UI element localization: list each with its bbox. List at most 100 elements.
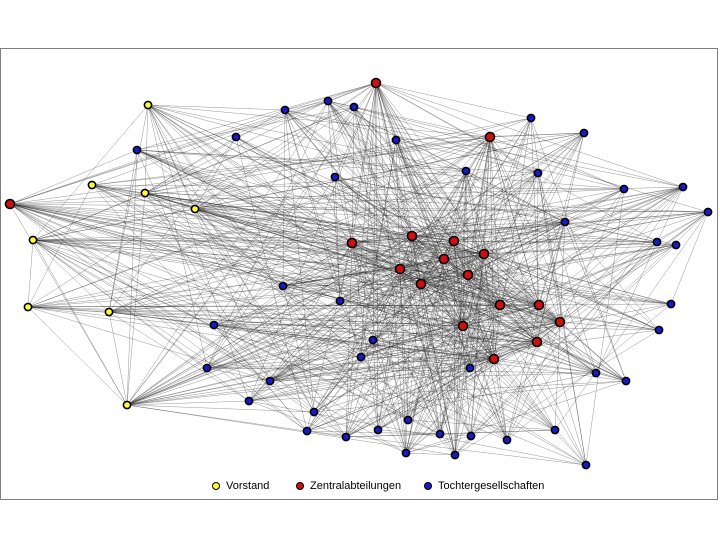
edge bbox=[462, 170, 467, 327]
edge bbox=[670, 211, 709, 305]
edge bbox=[206, 136, 491, 369]
edge bbox=[453, 240, 677, 246]
node-tochtergesellschaft bbox=[619, 184, 629, 194]
node-zentralabteilung bbox=[531, 336, 543, 348]
edge bbox=[27, 117, 532, 308]
edge bbox=[334, 176, 561, 323]
edge bbox=[554, 211, 709, 431]
edge bbox=[213, 324, 347, 438]
node-tochtergesellschaft bbox=[330, 172, 340, 182]
edge bbox=[454, 329, 660, 456]
edge bbox=[213, 324, 308, 432]
edge bbox=[136, 149, 501, 306]
edge bbox=[27, 136, 491, 308]
edge bbox=[334, 176, 566, 223]
edge bbox=[9, 203, 485, 255]
edge bbox=[248, 367, 471, 402]
edge bbox=[536, 341, 597, 374]
edge bbox=[282, 285, 538, 343]
edge bbox=[126, 303, 672, 406]
edge bbox=[405, 452, 456, 456]
edge bbox=[411, 235, 469, 276]
edge bbox=[248, 380, 627, 402]
edge bbox=[339, 274, 469, 302]
node-zentralabteilung bbox=[415, 278, 427, 290]
node-tochtergesellschaft bbox=[581, 460, 591, 470]
node-vorstand bbox=[104, 307, 114, 317]
edge bbox=[206, 235, 413, 369]
edge bbox=[411, 235, 538, 343]
edge bbox=[213, 244, 677, 326]
edge bbox=[284, 109, 566, 223]
edge bbox=[345, 221, 566, 438]
edge bbox=[108, 283, 422, 313]
edge bbox=[360, 304, 540, 358]
edge bbox=[194, 139, 397, 210]
edge bbox=[453, 172, 539, 242]
edge bbox=[375, 82, 658, 243]
node-tochtergesellschaft bbox=[373, 425, 383, 435]
edge bbox=[282, 285, 341, 302]
edge bbox=[499, 244, 677, 306]
edge bbox=[27, 306, 561, 323]
edge bbox=[313, 325, 464, 413]
edge bbox=[454, 170, 467, 456]
node-vorstand bbox=[140, 188, 150, 198]
legend-swatch-tochtergesellschaften bbox=[424, 482, 432, 490]
node-zentralabteilung bbox=[406, 230, 418, 242]
edge bbox=[235, 136, 308, 432]
edge bbox=[559, 211, 709, 323]
node-vorstand bbox=[87, 180, 97, 190]
node-vorstand bbox=[143, 100, 153, 110]
node-tochtergesellschaft bbox=[621, 376, 631, 386]
edge bbox=[483, 241, 658, 255]
edge bbox=[407, 367, 471, 421]
edge bbox=[334, 176, 660, 331]
node-tochtergesellschaft bbox=[231, 132, 241, 142]
edge bbox=[334, 176, 472, 437]
edge bbox=[144, 100, 329, 194]
node-zentralabteilung bbox=[478, 248, 490, 260]
edge bbox=[564, 221, 658, 243]
edge bbox=[351, 242, 445, 260]
edge bbox=[405, 325, 464, 454]
edge bbox=[506, 186, 684, 441]
edge bbox=[108, 104, 149, 313]
edge bbox=[282, 211, 709, 287]
legend-item-tochtergesellschaften: Tochtergesellschaften bbox=[424, 478, 544, 494]
edge bbox=[213, 258, 445, 326]
edge bbox=[483, 117, 532, 255]
edge bbox=[27, 268, 401, 308]
edge bbox=[443, 258, 672, 305]
legend-item-vorstand: Vorstand bbox=[212, 478, 269, 494]
edge bbox=[375, 82, 532, 119]
edge bbox=[327, 100, 539, 174]
edge bbox=[313, 356, 362, 413]
edge bbox=[351, 242, 472, 437]
edge bbox=[9, 203, 658, 243]
legend-item-zentralabteilungen: Zentralabteilungen bbox=[296, 478, 401, 494]
edge bbox=[144, 109, 286, 194]
edge bbox=[9, 109, 286, 205]
edge bbox=[9, 203, 538, 343]
edge bbox=[465, 170, 540, 306]
edge bbox=[206, 367, 271, 382]
node-tochtergesellschaft bbox=[309, 407, 319, 417]
legend: Vorstand Zentralabteilungen Tochtergesel… bbox=[0, 478, 720, 496]
node-tochtergesellschaft bbox=[652, 237, 662, 247]
edge bbox=[9, 203, 215, 326]
legend-label-tochtergesellschaften: Tochtergesellschaften bbox=[438, 480, 545, 492]
edge bbox=[108, 311, 128, 406]
edge bbox=[493, 321, 561, 360]
edge bbox=[372, 268, 401, 341]
edge bbox=[395, 139, 445, 260]
edge bbox=[147, 104, 286, 111]
edge bbox=[306, 430, 441, 435]
edge bbox=[282, 285, 362, 358]
edge bbox=[372, 188, 625, 341]
node-tochtergesellschaft bbox=[202, 363, 212, 373]
node-tochtergesellschaft bbox=[526, 113, 536, 123]
edge bbox=[126, 170, 467, 406]
edge bbox=[126, 404, 315, 413]
edge bbox=[353, 106, 501, 306]
